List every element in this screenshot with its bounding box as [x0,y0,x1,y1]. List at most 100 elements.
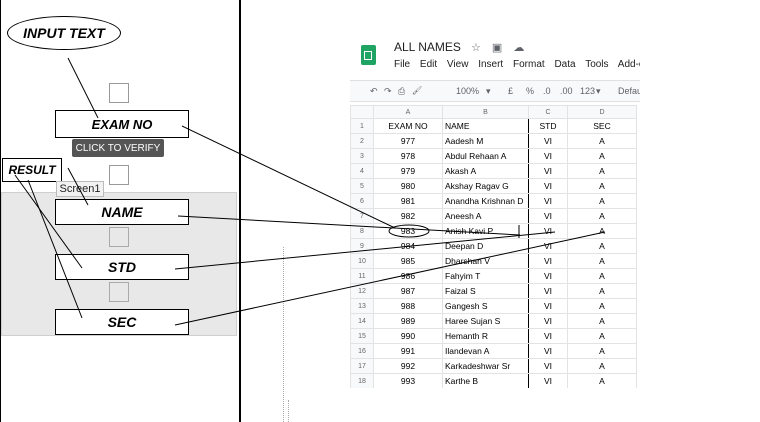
menu-data[interactable]: Data [554,59,576,70]
cell-std[interactable]: VI [528,238,568,254]
cell-name[interactable]: NAME [442,118,529,134]
cell-std[interactable]: VI [528,358,568,374]
format-button[interactable]: 123 [580,86,596,96]
cell-std[interactable]: VI [528,298,568,314]
cell-sec[interactable]: A [567,148,637,164]
cell-exam-no[interactable]: 991 [373,343,443,359]
row-number[interactable]: 8 [350,223,374,239]
cell-name[interactable]: Gangesh S [442,298,529,314]
menu-insert[interactable]: Insert [478,59,504,70]
title-icons[interactable]: ☆ ▣ ☁ [471,42,529,54]
cell-std[interactable]: VI [528,133,568,149]
cell-std[interactable]: VI [528,148,568,164]
cell-exam-no[interactable]: 985 [373,253,443,269]
sheet-title[interactable]: ALL NAMES [394,40,461,54]
cell-std[interactable]: VI [528,223,568,239]
menu-edit[interactable]: Edit [419,59,438,70]
cell-exam-no[interactable]: 983 [373,223,443,239]
row-number[interactable]: 17 [350,358,374,374]
row-number[interactable]: 14 [350,313,374,329]
exam-no-box[interactable]: EXAM NO [55,110,189,138]
menu-view[interactable]: View [446,59,469,70]
cell-sec[interactable]: A [567,283,637,299]
cell-sec[interactable]: A [567,193,637,209]
cell-exam-no[interactable]: 987 [373,283,443,299]
cell-exam-no[interactable]: 979 [373,163,443,179]
cell-name[interactable]: Dharshan V [442,253,529,269]
cell-exam-no[interactable]: 986 [373,268,443,284]
cell-std[interactable]: VI [528,208,568,224]
print-icon[interactable]: ⎙ [398,86,406,96]
row-number[interactable]: 7 [350,208,374,224]
column-header[interactable]: B [442,105,529,119]
cell-sec[interactable]: A [567,223,637,239]
cell-name[interactable]: Anandha Krishnan D [442,193,529,209]
row-number[interactable]: 11 [350,268,374,284]
cell-sec[interactable]: A [567,268,637,284]
cell-exam-no[interactable]: 978 [373,148,443,164]
cell-std[interactable]: VI [528,313,568,329]
cell-sec[interactable]: A [567,358,637,374]
click-to-verify-button[interactable]: CLICK TO VERIFY [72,139,164,157]
chevron-down-icon[interactable]: ▾ [596,86,601,96]
cell-name[interactable]: Anish Kavi P [442,223,529,239]
cell-std[interactable]: VI [528,373,568,388]
cell-exam-no[interactable]: 988 [373,298,443,314]
cell-sec[interactable]: A [567,133,637,149]
row-number[interactable]: 12 [350,283,374,299]
redo-icon[interactable]: ↷ [384,86,392,96]
cell-exam-no[interactable]: 981 [373,193,443,209]
cell-name[interactable]: Ilandevan A [442,343,529,359]
cell-sec[interactable]: A [567,313,637,329]
cell-sec[interactable]: SEC [567,118,637,134]
percent-button[interactable]: % [526,86,535,96]
cell-sec[interactable]: A [567,253,637,269]
cell-name[interactable]: Fahyim T [442,268,529,284]
cell-sec[interactable]: A [567,328,637,344]
menu-file[interactable]: File [394,59,411,70]
menu-tools[interactable]: Tools [585,59,609,70]
cell-sec[interactable]: A [567,373,637,388]
currency-button[interactable]: £ [508,86,514,96]
corner-cell[interactable] [350,105,374,119]
cell-name[interactable]: Karkadeshwar Sr [442,358,529,374]
cell-name[interactable]: Aneesh A [442,208,529,224]
row-number[interactable]: 16 [350,343,374,359]
cell-std[interactable]: VI [528,328,568,344]
zoom-select[interactable]: 100% [456,86,480,96]
cell-std[interactable]: VI [528,343,568,359]
row-number[interactable]: 6 [350,193,374,209]
cell-exam-no[interactable]: 989 [373,313,443,329]
cell-exam-no[interactable]: 993 [373,373,443,388]
cell-exam-no[interactable]: 980 [373,178,443,194]
cell-name[interactable]: Akshay Ragav G [442,178,529,194]
cell-sec[interactable]: A [567,343,637,359]
row-number[interactable]: 3 [350,148,374,164]
cell-name[interactable]: Karthe B [442,373,529,388]
decrease-decimal-button[interactable]: .0 [543,86,551,96]
row-number[interactable]: 15 [350,328,374,344]
row-number[interactable]: 4 [350,163,374,179]
column-header[interactable]: C [528,105,568,119]
cell-name[interactable]: Abdul Rehaan A [442,148,529,164]
cell-exam-no[interactable]: 977 [373,133,443,149]
menu-addons[interactable]: Add-o [617,59,640,70]
cell-std[interactable]: VI [528,283,568,299]
cell-name[interactable]: Aadesh M [442,133,529,149]
column-header[interactable]: D [567,105,637,119]
font-select[interactable]: Defau [618,86,640,96]
menu-format[interactable]: Format [513,59,545,70]
cell-sec[interactable]: A [567,208,637,224]
column-header[interactable]: A [373,105,443,119]
row-number[interactable]: 10 [350,253,374,269]
undo-icon[interactable]: ↶ [370,86,378,96]
cell-name[interactable]: Haree Sujan S [442,313,529,329]
cell-std[interactable]: STD [528,118,568,134]
row-number[interactable]: 18 [350,373,374,388]
cell-sec[interactable]: A [567,178,637,194]
cell-sec[interactable]: A [567,163,637,179]
cell-std[interactable]: VI [528,178,568,194]
cell-name[interactable]: Deepan D [442,238,529,254]
chevron-down-icon[interactable]: ▾ [486,86,491,96]
cell-exam-no[interactable]: 982 [373,208,443,224]
